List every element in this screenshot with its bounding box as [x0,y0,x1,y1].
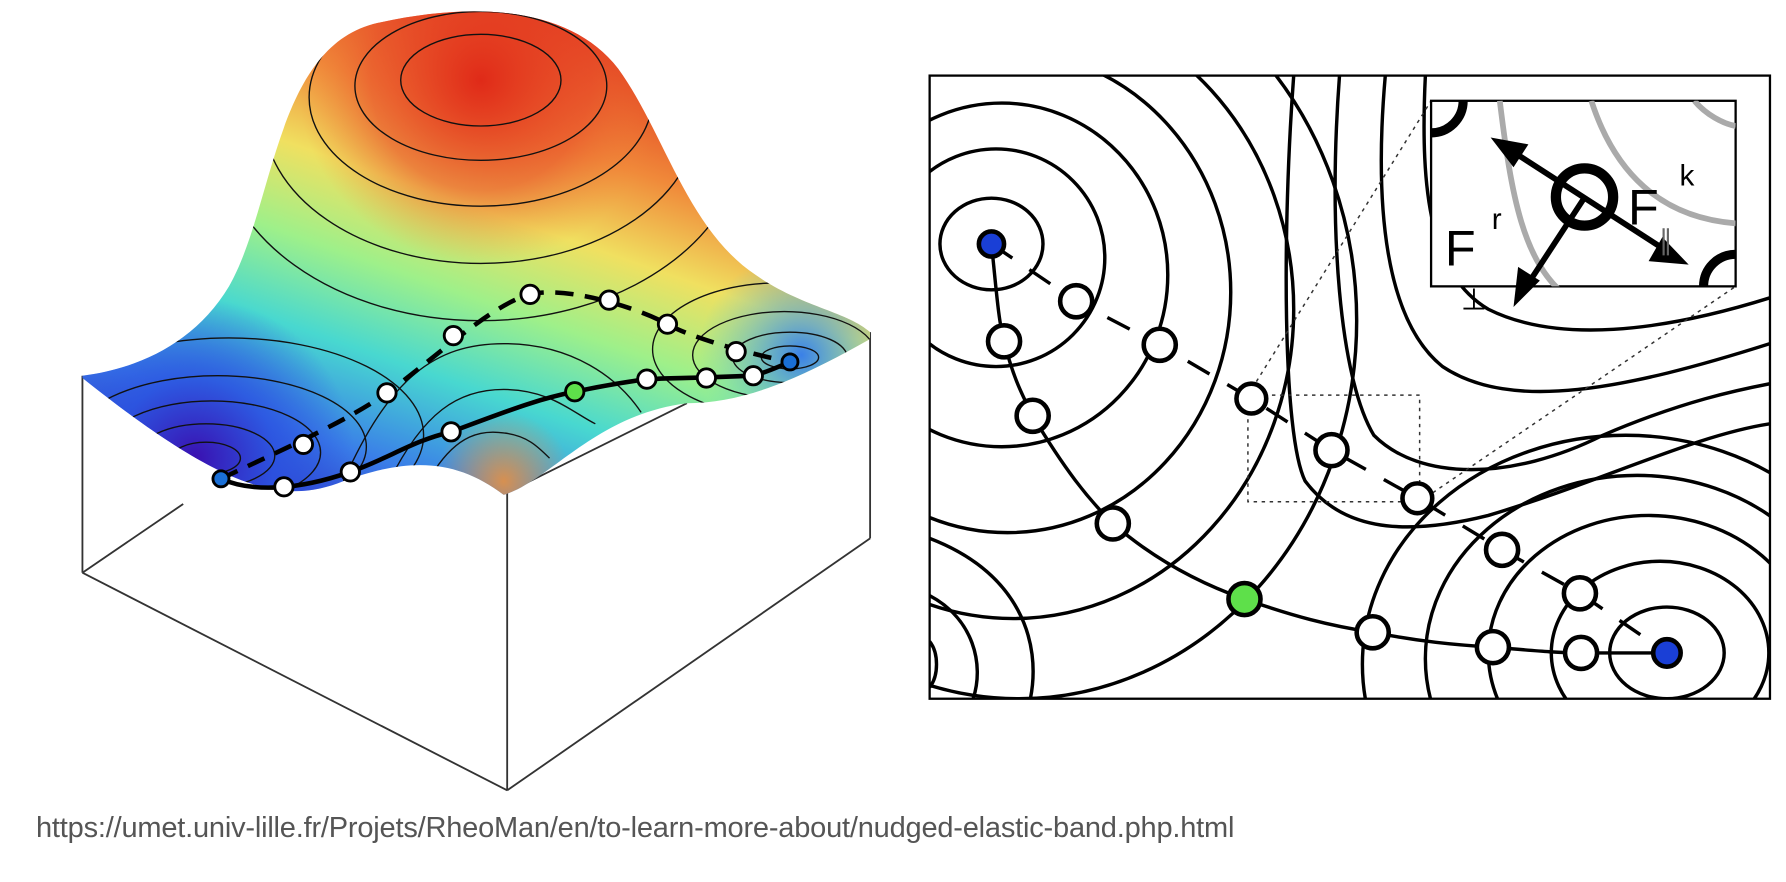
image-node [1550,163,1619,231]
force-inset: F ⊥ r F ∥ k [1429,99,1737,316]
parallel-force-subscript: ∥ [1659,225,1673,256]
perp-force-symbol: F [1445,220,1476,277]
dashed-initial-path [990,242,1668,655]
perp-force-superscript: r [1492,203,1502,236]
contour-map-2d: F ⊥ r F ∥ k [928,74,1772,700]
bounding-box-wireframe [81,332,872,792]
perp-force-subscript: ⊥ [1461,283,1487,316]
path-images-3d [211,283,800,498]
zoom-indicator [1247,100,1737,503]
energy-surface-3d [81,11,872,792]
parallel-force-superscript: k [1680,160,1695,193]
contour-lines [929,75,1770,699]
dashed-initial-path [219,290,791,481]
parallel-force-symbol: F [1628,178,1659,235]
force-arrows [1490,137,1689,307]
path-images-2d [976,229,1683,672]
map-frame [928,74,1772,700]
source-url-caption: https://umet.univ-lille.fr/Projets/RheoM… [36,812,1235,844]
